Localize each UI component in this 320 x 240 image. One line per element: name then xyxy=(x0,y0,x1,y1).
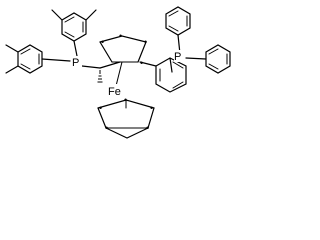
cp-dot-lower-1: • xyxy=(99,103,102,113)
aryl-ring-top-left xyxy=(51,9,97,42)
phosphorus-left-label: P xyxy=(72,57,79,69)
phenyl-ring-right xyxy=(205,44,231,74)
cp-dot-lower-3: • xyxy=(150,103,153,113)
cp-dot-lower-4: • xyxy=(105,123,108,133)
methyl-bond xyxy=(5,65,19,74)
iron-label: Fe xyxy=(108,86,121,98)
phenyl-ring-top xyxy=(165,6,191,36)
methyl-bond xyxy=(51,9,63,21)
cp-dot-lower-5: • xyxy=(146,123,149,133)
phosphorus-right-label: P xyxy=(174,51,181,63)
hashed-methyl xyxy=(97,70,103,83)
methyl-bond xyxy=(85,9,97,21)
cp-dot-upper-2: • xyxy=(119,31,122,41)
cp-ring-lower xyxy=(97,99,155,139)
aryl-ring-bottom-left xyxy=(5,44,43,74)
methyl-bond xyxy=(5,44,19,53)
chemical-structure: P P Fe • • • • • • • • • xyxy=(5,6,231,139)
cp-dot-upper-3: • xyxy=(144,37,147,47)
fe-coordination xyxy=(115,61,123,87)
cp-ring-upper xyxy=(99,35,147,63)
cp-dot-upper-1: • xyxy=(101,37,104,47)
cp-dot-lower-2: • xyxy=(124,95,127,105)
cp-dot-upper-4: • xyxy=(140,58,143,68)
